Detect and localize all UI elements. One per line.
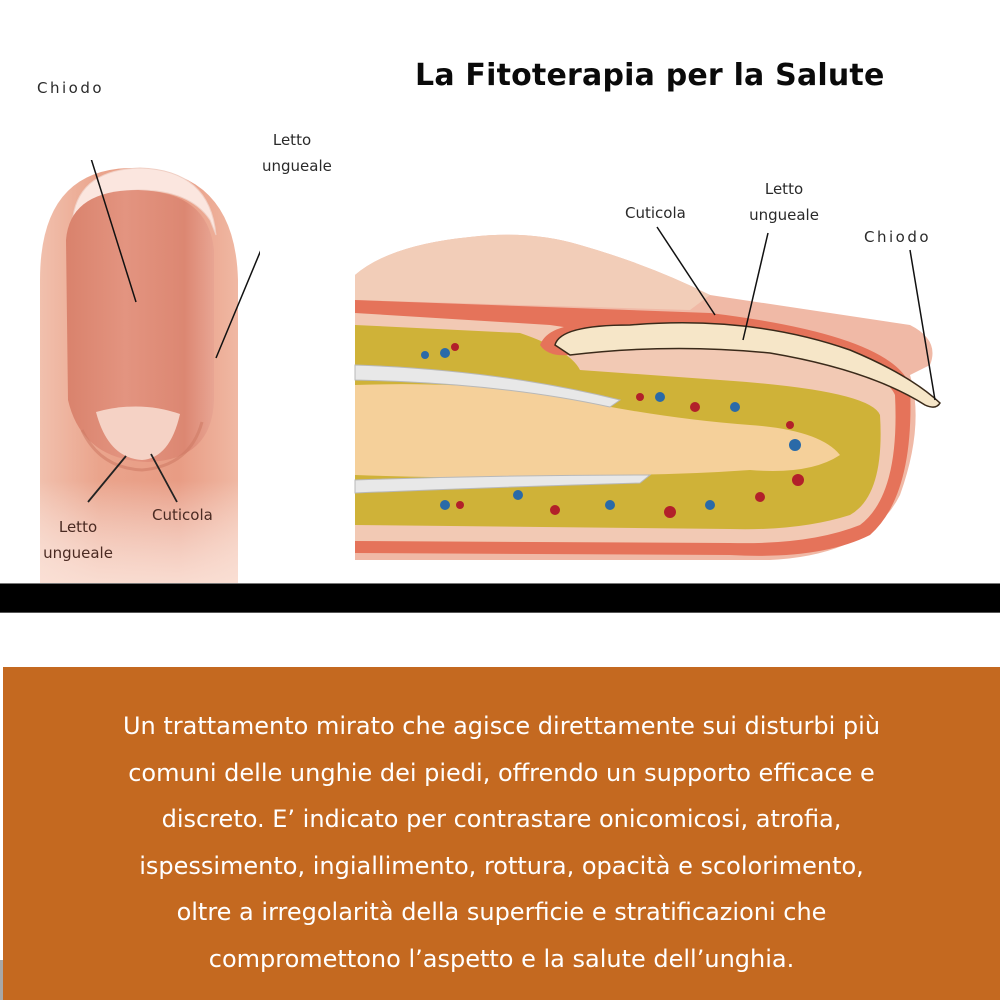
nail-pointer-line [90, 160, 137, 303]
label-cuticle-section: Cuticola [625, 204, 686, 222]
description-text: Un trattamento mirato che agisce diretta… [122, 712, 881, 973]
label-cuticle-front: Cuticola [152, 506, 213, 524]
label-nail-bed-section: Letto ungueale [749, 180, 819, 224]
label-nail-bed-front-bottom: Letto ungueale [43, 518, 113, 562]
label-nail-front: Chiodo [37, 79, 105, 97]
description-box: Un trattamento mirato che agisce diretta… [3, 667, 1000, 1000]
finger-section-illustration [354, 226, 941, 560]
label-nail-section: Chiodo [864, 228, 932, 246]
page-title: La Fitoterapia per la Salute [415, 58, 885, 93]
finger-front-illustration [40, 160, 260, 585]
separator-bar [0, 583, 1000, 613]
edge-strip [0, 960, 3, 1000]
label-nail-bed-front-top: Letto ungueale [262, 131, 332, 175]
